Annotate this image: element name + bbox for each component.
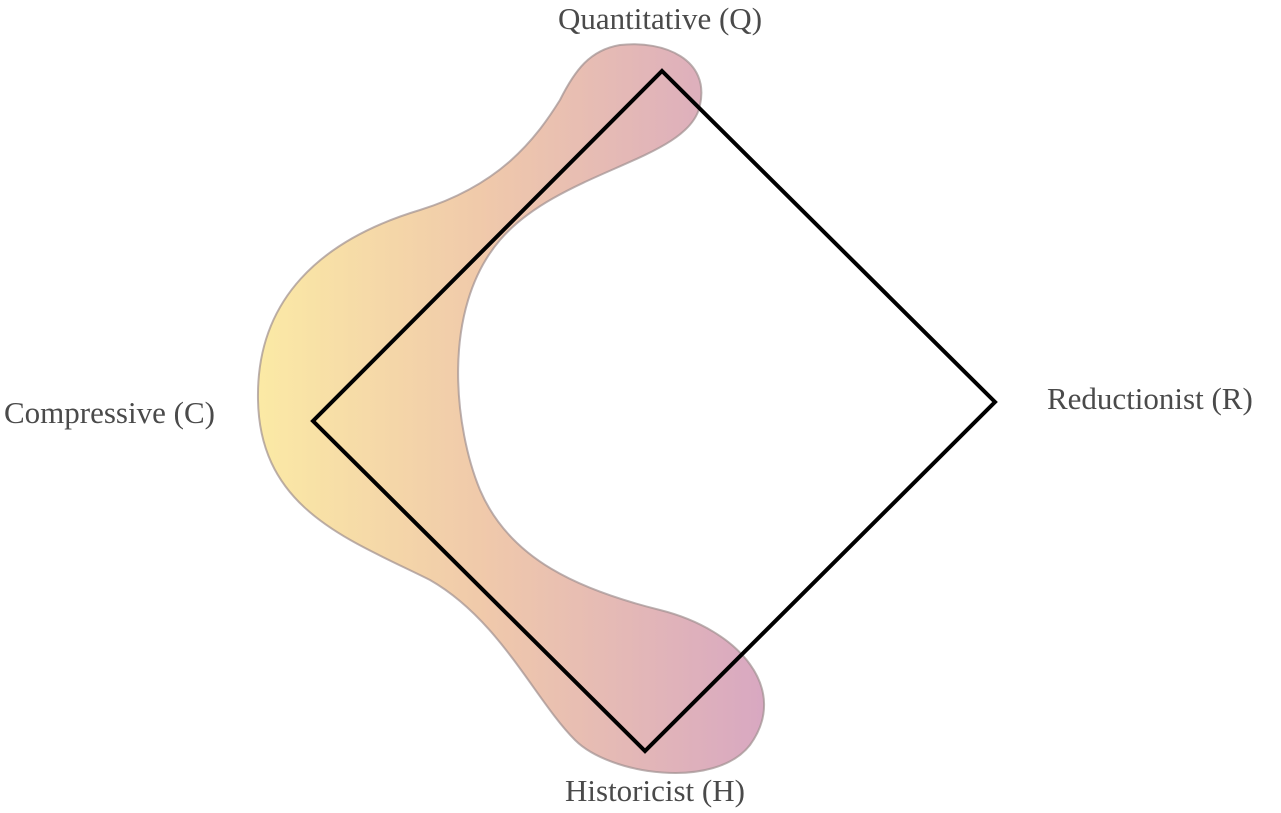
qrch-diamond	[310, 68, 998, 754]
vertex-label-quantitative: Quantitative (Q)	[558, 1, 763, 36]
vertex-label-reductionist: Reductionist (R)	[1047, 381, 1253, 416]
vertex-label-historicist: Historicist (H)	[565, 773, 745, 808]
vertex-label-compressive: Compressive (C)	[4, 395, 215, 430]
highlight-region	[256, 43, 766, 774]
